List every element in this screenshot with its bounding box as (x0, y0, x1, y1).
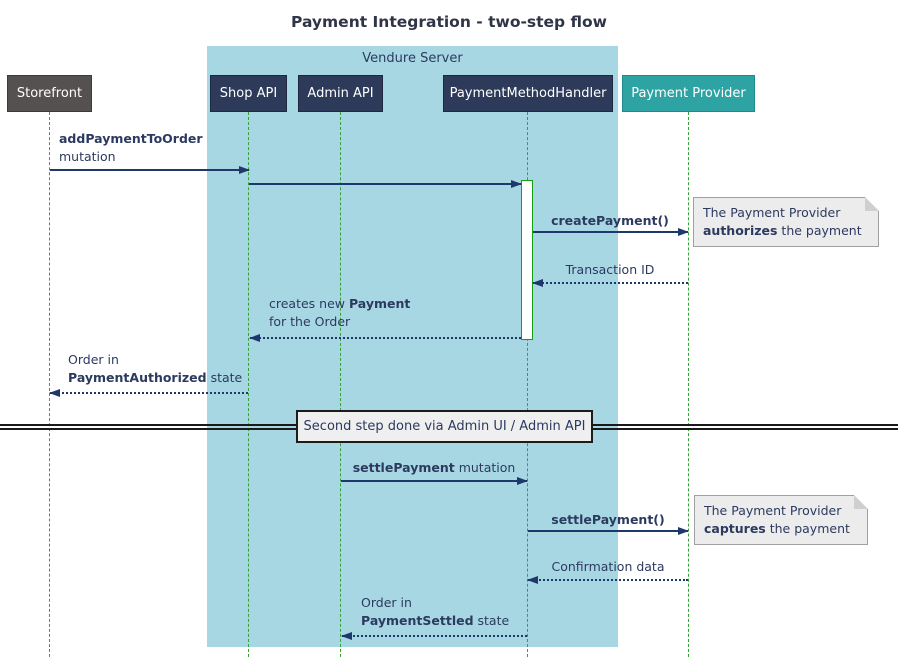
participant-payment-provider-label: Payment Provider (631, 86, 746, 101)
message-arrow-create-payment (533, 228, 689, 236)
note-authorize: The Payment Provider authorizes the paym… (693, 197, 879, 247)
message-label-creates-payment: creates new Payment for the Order (269, 296, 411, 329)
vendure-server-frame (207, 46, 618, 647)
arrowhead-icon (49, 389, 60, 397)
message-label-confirmation-data: Confirmation data (551, 559, 665, 574)
message-arrow-transaction-id (532, 279, 688, 287)
arrowhead-icon (517, 477, 528, 485)
message-arrow-payment-settled (341, 632, 527, 640)
vendure-server-frame-label: Vendure Server (362, 51, 463, 66)
message-arrow-confirmation-data (527, 576, 688, 584)
arrowhead-icon (678, 228, 689, 236)
activation-bar (521, 180, 533, 340)
message-label-transaction-id: Transaction ID (565, 262, 655, 277)
message-label-settle-payment-call: settlePayment() (551, 512, 665, 527)
message-arrow-add-payment (50, 166, 250, 174)
participant-shop-api-label: Shop API (219, 86, 278, 101)
message-label-add-payment: addPaymentToOrder mutation (59, 131, 203, 164)
participant-admin-api-label: Admin API (307, 86, 374, 101)
participant-payment-provider: Payment Provider (622, 75, 755, 112)
message-label-payment-authorized: Order in PaymentAuthorized state (68, 352, 243, 385)
participant-storefront-label: Storefront (16, 86, 83, 101)
message-label-payment-settled: Order in PaymentSettled state (361, 595, 510, 628)
lifeline-shop-api (248, 112, 249, 657)
message-arrow-settle-payment-mutation (341, 477, 528, 485)
participant-payment-method-handler-label: PaymentMethodHandler (449, 86, 607, 101)
arrowhead-icon (249, 334, 260, 342)
message-arrow-settle-payment-call (528, 527, 689, 535)
message-arrow-creates-payment (249, 334, 521, 342)
participant-shop-api: Shop API (210, 75, 287, 112)
message-arrow-shop-to-handler (249, 180, 522, 188)
participant-storefront: Storefront (7, 75, 92, 112)
lifeline-payment-method-handler (527, 112, 528, 657)
arrowhead-icon (678, 527, 689, 535)
arrowhead-icon (341, 632, 352, 640)
diagram-title: Payment Integration - two-step flow (291, 13, 607, 31)
message-label-settle-payment-mutation: settlePayment mutation (352, 460, 516, 475)
divider: Second step done via Admin UI / Admin AP… (296, 410, 593, 443)
lifeline-payment-provider (688, 112, 689, 657)
divider-label: Second step done via Admin UI / Admin AP… (303, 419, 586, 434)
arrowhead-icon (511, 180, 522, 188)
arrowhead-icon (527, 576, 538, 584)
lifeline-storefront (49, 112, 50, 657)
message-arrow-payment-authorized (49, 389, 248, 397)
message-label-create-payment: createPayment() (551, 213, 669, 228)
arrowhead-icon (532, 279, 543, 287)
lifeline-admin-api (340, 112, 341, 657)
arrowhead-icon (239, 166, 250, 174)
note-capture: The Payment Provider captures the paymen… (694, 495, 868, 545)
participant-admin-api: Admin API (298, 75, 383, 112)
participant-payment-method-handler: PaymentMethodHandler (443, 75, 613, 112)
